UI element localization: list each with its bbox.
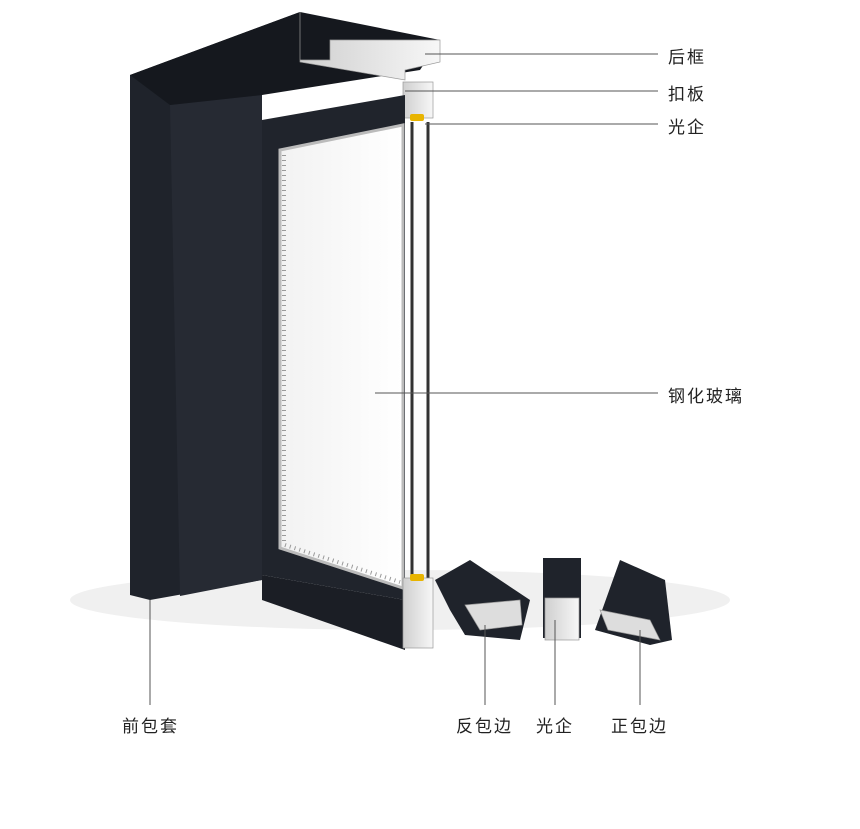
cover-plate-profile xyxy=(402,81,434,119)
label-front-casing: 前包套 xyxy=(122,717,179,737)
top-seal xyxy=(410,114,424,121)
casing-side-face xyxy=(170,95,262,596)
bottom-seal xyxy=(410,574,424,581)
top-casing-face xyxy=(130,12,440,105)
bottom-frame xyxy=(262,575,405,650)
glass-pane xyxy=(278,123,405,591)
label-tempered-glass: 钢化玻璃 xyxy=(668,387,744,407)
back-frame-profile xyxy=(299,12,441,81)
bottom-light-frame xyxy=(402,577,434,649)
label-light-frame-top: 光企 xyxy=(668,118,706,138)
label-light-frame-bottom: 光企 xyxy=(536,717,574,737)
label-reverse-edge: 反包边 xyxy=(456,717,513,737)
label-back-frame: 后框 xyxy=(668,48,706,68)
label-cover-plate: 扣板 xyxy=(668,85,706,105)
leader-lines xyxy=(149,53,658,705)
label-front-edge: 正包边 xyxy=(611,717,668,737)
